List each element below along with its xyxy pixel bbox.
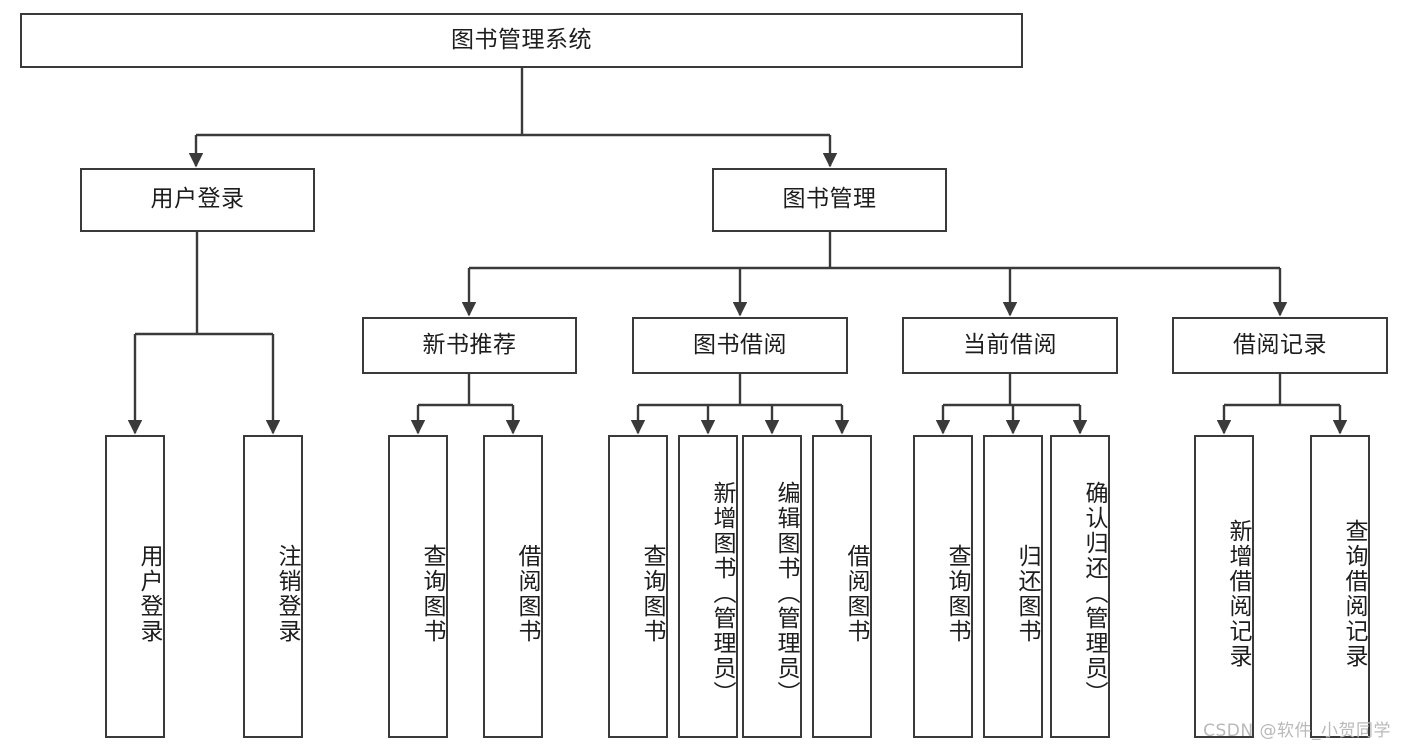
leaf-newbook-query-book[interactable]: 查询图书 (388, 435, 448, 738)
leaf-newbook-query-book-label: 查询图书 (419, 543, 445, 644)
leaf-logout-label: 注销登录 (274, 543, 300, 644)
leaf-record-query-label: 查询借阅记录 (1341, 518, 1367, 669)
leaf-record-query[interactable]: 查询借阅记录 (1310, 435, 1370, 738)
node-root-label: 图书管理系统 (451, 26, 592, 53)
node-borrow-record-label: 借阅记录 (1233, 331, 1327, 358)
leaf-current-confirm-return[interactable]: 确认归还（管理员） (1050, 435, 1110, 738)
watermark: CSDN @软件_小贺同学 (1203, 721, 1391, 741)
leaf-newbook-borrow-book-label: 借阅图书 (514, 543, 540, 644)
leaf-logout[interactable]: 注销登录 (243, 435, 303, 738)
leaf-current-confirm-return-label: 确认归还（管理员） (1081, 481, 1107, 706)
leaf-record-add-label: 新增借阅记录 (1225, 518, 1251, 669)
node-book-management-label: 图书管理 (782, 186, 877, 213)
leaf-current-query-book-label: 查询图书 (944, 543, 970, 644)
leaf-newbook-borrow-book[interactable]: 借阅图书 (483, 435, 543, 738)
node-book-borrow-label: 图书借阅 (693, 331, 787, 358)
leaf-user-login-label: 用户登录 (136, 543, 162, 644)
node-book-borrow[interactable]: 图书借阅 (632, 317, 848, 374)
node-user-login-label: 用户登录 (150, 186, 245, 213)
leaf-borrow-borrow-book-label: 借阅图书 (843, 543, 869, 644)
node-root[interactable]: 图书管理系统 (20, 13, 1023, 68)
node-new-book-recommend-label: 新书推荐 (422, 331, 517, 358)
leaf-user-login[interactable]: 用户登录 (105, 435, 165, 738)
leaf-current-query-book[interactable]: 查询图书 (913, 435, 973, 738)
node-current-borrow-label: 当前借阅 (963, 331, 1057, 358)
node-user-login[interactable]: 用户登录 (80, 168, 315, 232)
node-current-borrow[interactable]: 当前借阅 (902, 317, 1118, 374)
leaf-borrow-query-book[interactable]: 查询图书 (608, 435, 668, 738)
leaf-borrow-add-book-label: 新增图书（管理员） (709, 481, 735, 706)
leaf-borrow-add-book[interactable]: 新增图书（管理员） (678, 435, 738, 738)
leaf-borrow-edit-book-label: 编辑图书（管理员） (773, 481, 799, 706)
leaf-current-return-book[interactable]: 归还图书 (983, 435, 1043, 738)
leaf-record-add[interactable]: 新增借阅记录 (1194, 435, 1254, 738)
node-book-management[interactable]: 图书管理 (712, 168, 947, 232)
node-borrow-record[interactable]: 借阅记录 (1172, 317, 1388, 374)
leaf-borrow-edit-book[interactable]: 编辑图书（管理员） (742, 435, 802, 738)
leaf-borrow-borrow-book[interactable]: 借阅图书 (812, 435, 872, 738)
leaf-current-return-book-label: 归还图书 (1014, 543, 1040, 644)
leaf-borrow-query-book-label: 查询图书 (639, 543, 665, 644)
node-new-book-recommend[interactable]: 新书推荐 (362, 317, 577, 374)
